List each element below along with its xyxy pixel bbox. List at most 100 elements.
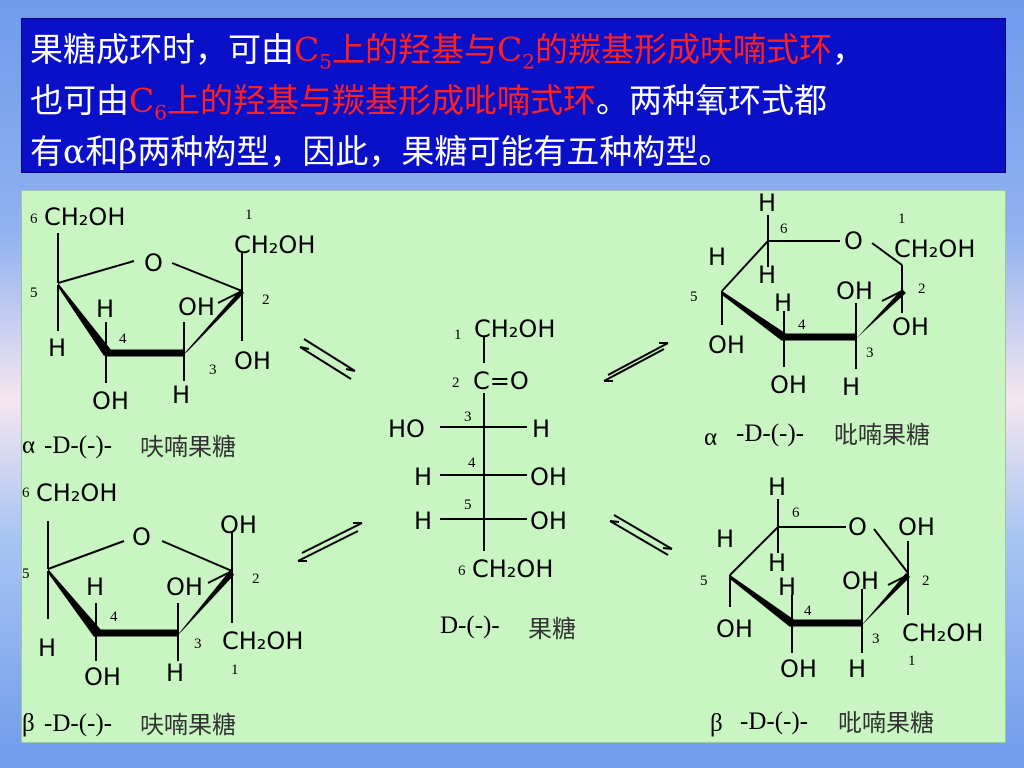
beta-symbol: β <box>710 710 723 737</box>
title-segment: 的羰基形成呋喃式环 <box>534 30 832 69</box>
carbon-number-3: 3 <box>872 631 880 647</box>
carbon-number-5: 5 <box>30 285 38 301</box>
carbon-number-3: 3 <box>209 362 217 378</box>
equilibrium-arrows-icon <box>297 522 363 562</box>
ch2oh-label: CH₂OH <box>894 235 975 263</box>
h-label: H <box>848 655 866 683</box>
title-segment: 也可由 <box>30 81 129 120</box>
carbon-number-3: 3 <box>464 409 472 425</box>
beta-pyranose-caption: β -D-(-)- 吡喃果糖 <box>710 708 934 737</box>
diagram-panel: 6 CH₂OH 1 CH₂OH O 5 2 H OH 4 3 H OH H OH… <box>21 190 1006 743</box>
oh-label: OH <box>770 371 807 399</box>
title-segment: C <box>294 30 320 69</box>
carbon-number-2: 2 <box>918 281 926 297</box>
title-segment: 果糖成环时，可由 <box>30 30 294 69</box>
oh-label: OH <box>178 293 215 321</box>
h-label: H <box>716 525 734 553</box>
ch2oh-label: CH₂OH <box>222 627 303 655</box>
ch2oh-label: CH₂OH <box>36 479 117 507</box>
open-chain-caption: D-(-)- 果糖 <box>440 612 576 643</box>
name-label: 吡喃果糖 <box>834 421 930 449</box>
equilibrium-arrows-icon <box>609 514 673 556</box>
oh-label: OH <box>836 277 873 305</box>
ch2oh-label: CH₂OH <box>474 315 555 343</box>
carbon-number-4: 4 <box>119 331 127 347</box>
h-label: H <box>48 334 66 362</box>
beta-furanose-structure: 6 CH₂OH O OH 5 2 H OH 4 3 H CH₂OH H OH 1 <box>22 479 303 691</box>
h-label: H <box>842 373 860 401</box>
title-segment: 上的羟基与羰基形成吡喃式环 <box>166 81 596 120</box>
carbon-number-1: 1 <box>454 327 462 343</box>
ch2oh-label: CH₂OH <box>44 203 125 231</box>
title-line-3: 有α和β两种构型，因此，果糖可能有五种构型。 <box>30 126 1005 172</box>
carbon-number-2: 2 <box>452 375 460 391</box>
title-segment: ， <box>831 30 865 69</box>
configuration-label: D-(-)- <box>440 612 500 639</box>
oh-label: OH <box>898 513 935 541</box>
oh-label: OH <box>530 463 567 491</box>
title-box: 果糖成环时，可由C5上的羟基与C2的羰基形成呋喃式环， 也可由C6上的羟基与羰基… <box>21 18 1006 173</box>
h-label: H <box>708 243 726 271</box>
oh-label: OH <box>166 573 203 601</box>
carbon-number-3: 3 <box>866 345 874 361</box>
carbon-number-2: 2 <box>922 573 930 589</box>
carbon-number-6: 6 <box>30 211 38 227</box>
title-segment: 。两种氧环式都 <box>595 81 827 120</box>
h-label: H <box>768 549 786 577</box>
fructose-structures-diagram: 6 CH₂OH 1 CH₂OH O 5 2 H OH 4 3 H OH H OH… <box>22 191 983 739</box>
oh-label: OH <box>716 615 753 643</box>
configuration-label: -D-(-)- <box>44 432 112 459</box>
oh-label: OH <box>234 347 271 375</box>
carbon-number-5: 5 <box>22 566 30 582</box>
carbon-number-1: 1 <box>231 662 239 678</box>
oh-label: OH <box>220 511 257 539</box>
alpha-furanose-structure: 6 CH₂OH 1 CH₂OH O 5 2 H OH 4 3 H OH H OH <box>30 203 315 415</box>
carbon-number-1: 1 <box>898 211 906 227</box>
carbon-number-4: 4 <box>798 317 806 333</box>
h-label: H <box>758 191 776 217</box>
title-segment: 2 <box>522 49 535 74</box>
carbon-number-5: 5 <box>464 497 472 513</box>
ring-oxygen-label: O <box>132 523 151 551</box>
oh-label: OH <box>530 507 567 535</box>
carbon-number-3: 3 <box>194 636 202 652</box>
carbon-number-4: 4 <box>804 603 812 619</box>
configuration-label: -D-(-)- <box>740 708 808 735</box>
name-label: 呋喃果糖 <box>140 711 236 739</box>
h-label: H <box>166 659 184 687</box>
name-label: 果糖 <box>528 615 576 643</box>
oh-label: OH <box>780 655 817 683</box>
equilibrium-arrows-icon <box>603 342 669 382</box>
ho-label: HO <box>388 415 425 443</box>
carbon-number-5: 5 <box>690 289 698 305</box>
title-segment: C <box>129 81 155 120</box>
alpha-furanose-caption: α -D-(-)- 呋喃果糖 <box>22 432 236 461</box>
oh-label: OH <box>892 313 929 341</box>
alpha-pyranose-caption: α -D-(-)- 吡喃果糖 <box>704 420 930 451</box>
ch2oh-label: CH₂OH <box>902 619 983 647</box>
configuration-label: -D-(-)- <box>736 420 804 447</box>
h-label: H <box>758 261 776 289</box>
oh-label: OH <box>708 331 745 359</box>
h-label: H <box>96 295 114 323</box>
beta-symbol: β <box>22 710 35 737</box>
oh-label: OH <box>84 663 121 691</box>
h-label: H <box>532 415 550 443</box>
carbon-number-1: 1 <box>245 207 253 223</box>
h-label: H <box>172 381 190 409</box>
beta-pyranose-structure: H 6 O OH H H 5 H OH 2 4 OH 3 CH₂OH OH H … <box>700 473 983 683</box>
carbon-number-1: 1 <box>908 653 916 669</box>
alpha-pyranose-structure: H 6 O 1 CH₂OH H H 5 H OH 2 4 OH OH 3 OH … <box>690 191 975 401</box>
carbon-number-6: 6 <box>458 563 466 579</box>
ring-oxygen-label: O <box>848 513 867 541</box>
h-label: H <box>414 507 432 535</box>
h-label: H <box>414 463 432 491</box>
oh-label: OH <box>842 567 879 595</box>
title-segment: 6 <box>154 100 167 125</box>
title-segment: 有α和β两种构型，因此，果糖可能有五种构型。 <box>30 132 732 171</box>
name-label: 呋喃果糖 <box>140 433 236 461</box>
oh-label: OH <box>92 387 129 415</box>
open-chain-structure: 1 CH₂OH 2 C=O 3 HO H 4 H OH 5 H OH 6 CH₂… <box>388 315 567 583</box>
ch2oh-label: CH₂OH <box>472 555 553 583</box>
h-label: H <box>86 573 104 601</box>
